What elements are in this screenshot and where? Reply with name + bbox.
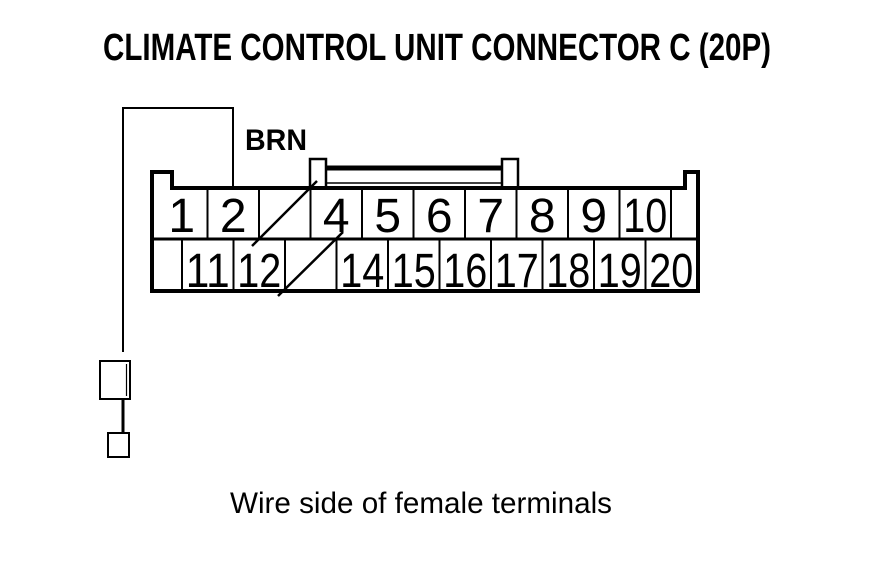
pin-number-19: 19 bbox=[598, 245, 642, 298]
diagram-title: CLIMATE CONTROL UNIT CONNECTOR C (20P) bbox=[103, 27, 771, 69]
top-row-separators bbox=[206, 188, 672, 239]
pin-number-11: 11 bbox=[186, 245, 230, 298]
pin-number-6: 6 bbox=[426, 190, 453, 243]
ground-terminal-symbols bbox=[99, 360, 131, 458]
terminal-symbol-lower bbox=[107, 432, 130, 458]
connector-outline bbox=[150, 170, 700, 293]
connector-body: 1 2 4 5 6 7 8 9 10 11 12 14 15 16 17 18 … bbox=[150, 157, 700, 298]
pin-numbers-bottom: 11 12 14 15 16 17 18 19 20 bbox=[186, 245, 694, 298]
bottom-row-separators bbox=[181, 239, 647, 291]
pin-number-1: 1 bbox=[168, 190, 195, 243]
wire-color-label: BRN bbox=[245, 124, 307, 157]
pin-number-18: 18 bbox=[546, 245, 590, 298]
pin-number-9: 9 bbox=[580, 190, 607, 243]
pin-number-20: 20 bbox=[649, 245, 693, 298]
no-pin-diagonal-top bbox=[251, 180, 318, 247]
diagram-caption: Wire side of female terminals bbox=[230, 487, 612, 520]
no-pin-diagonal-bottom bbox=[277, 231, 344, 297]
pin-number-17: 17 bbox=[495, 245, 539, 298]
pin-numbers-top: 1 2 4 5 6 7 8 9 10 bbox=[168, 190, 667, 243]
latch-tab-right bbox=[500, 157, 520, 190]
pin-number-7: 7 bbox=[477, 190, 504, 243]
terminal-symbol-upper bbox=[99, 360, 131, 400]
pin-number-16: 16 bbox=[443, 245, 487, 298]
pin-number-2: 2 bbox=[220, 190, 247, 243]
wire-brn bbox=[122, 107, 234, 352]
pin-number-12: 12 bbox=[237, 245, 281, 298]
pin-number-14: 14 bbox=[340, 245, 384, 298]
latch-tab-left bbox=[308, 157, 328, 190]
pin-number-4: 4 bbox=[323, 190, 350, 243]
pin-number-8: 8 bbox=[529, 190, 556, 243]
pin-number-15: 15 bbox=[392, 245, 436, 298]
pin-number-5: 5 bbox=[374, 190, 401, 243]
pin-number-10: 10 bbox=[623, 190, 667, 243]
